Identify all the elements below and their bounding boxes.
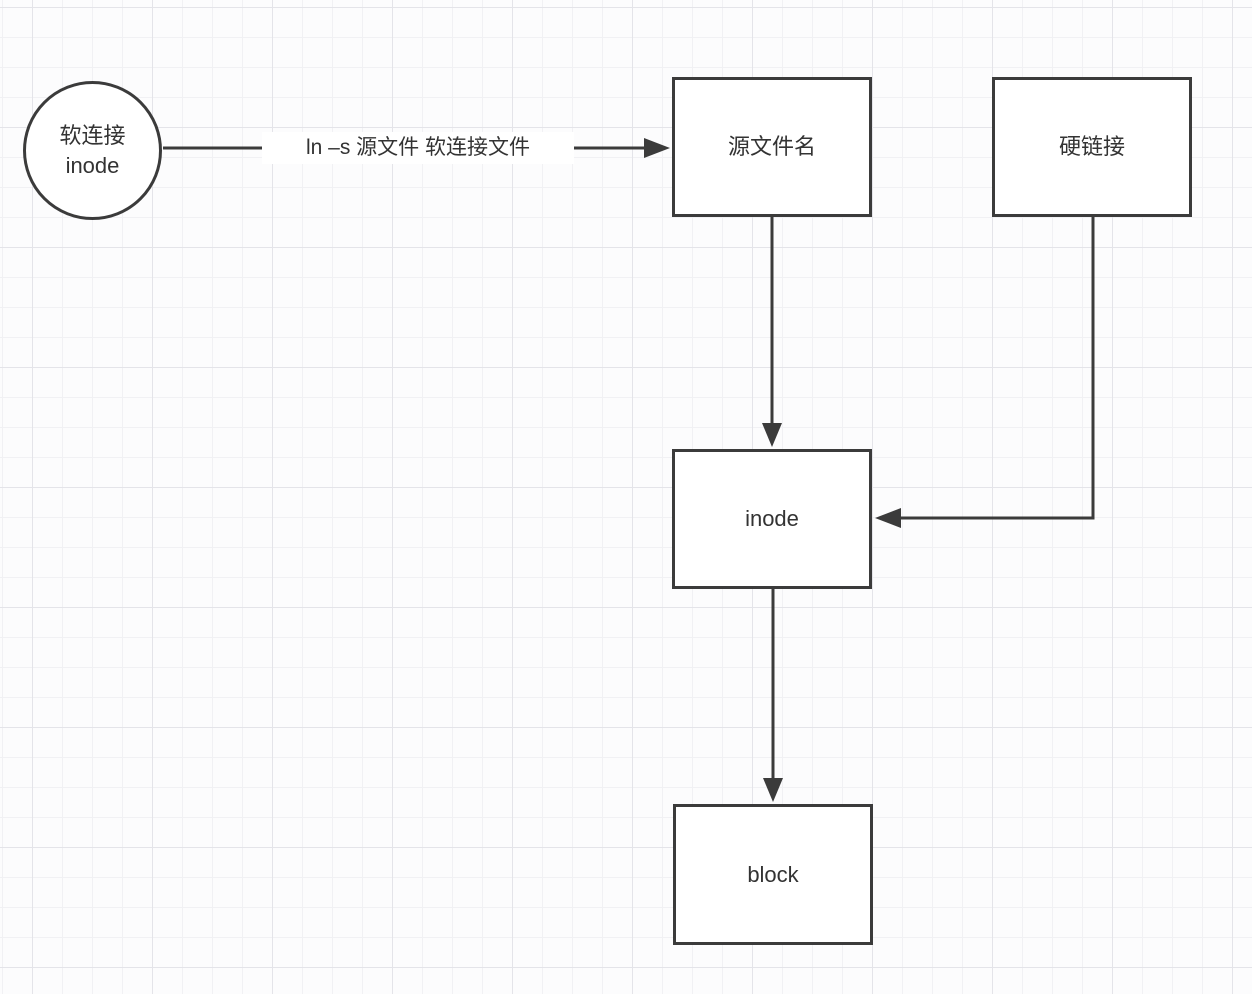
node-soft-link-label-line1: 软连接 (59, 122, 126, 148)
node-source-file-name[interactable]: 源文件名 (672, 77, 872, 217)
edge-inode-to-block[interactable] (763, 589, 783, 802)
edge-hardlink-to-inode[interactable] (875, 217, 1095, 528)
node-soft-link-inode[interactable]: 软连接 inode (23, 81, 162, 220)
edge-label-ln-command[interactable]: ln –s 源文件 软连接文件 (262, 132, 574, 164)
node-hard-link[interactable]: 硬链接 (992, 77, 1192, 217)
node-soft-link-label-line2: inode (65, 152, 120, 178)
node-inode[interactable]: inode (672, 449, 872, 589)
node-inode-label: inode (745, 506, 799, 532)
node-block-label: block (747, 861, 799, 887)
node-soft-link-label: 软连接 inode (59, 121, 125, 180)
edge-sourcefile-to-inode[interactable] (762, 217, 782, 447)
node-source-file-name-label: 源文件名 (727, 134, 816, 160)
node-hard-link-label: 硬链接 (1058, 134, 1125, 160)
node-block[interactable]: block (673, 804, 873, 945)
